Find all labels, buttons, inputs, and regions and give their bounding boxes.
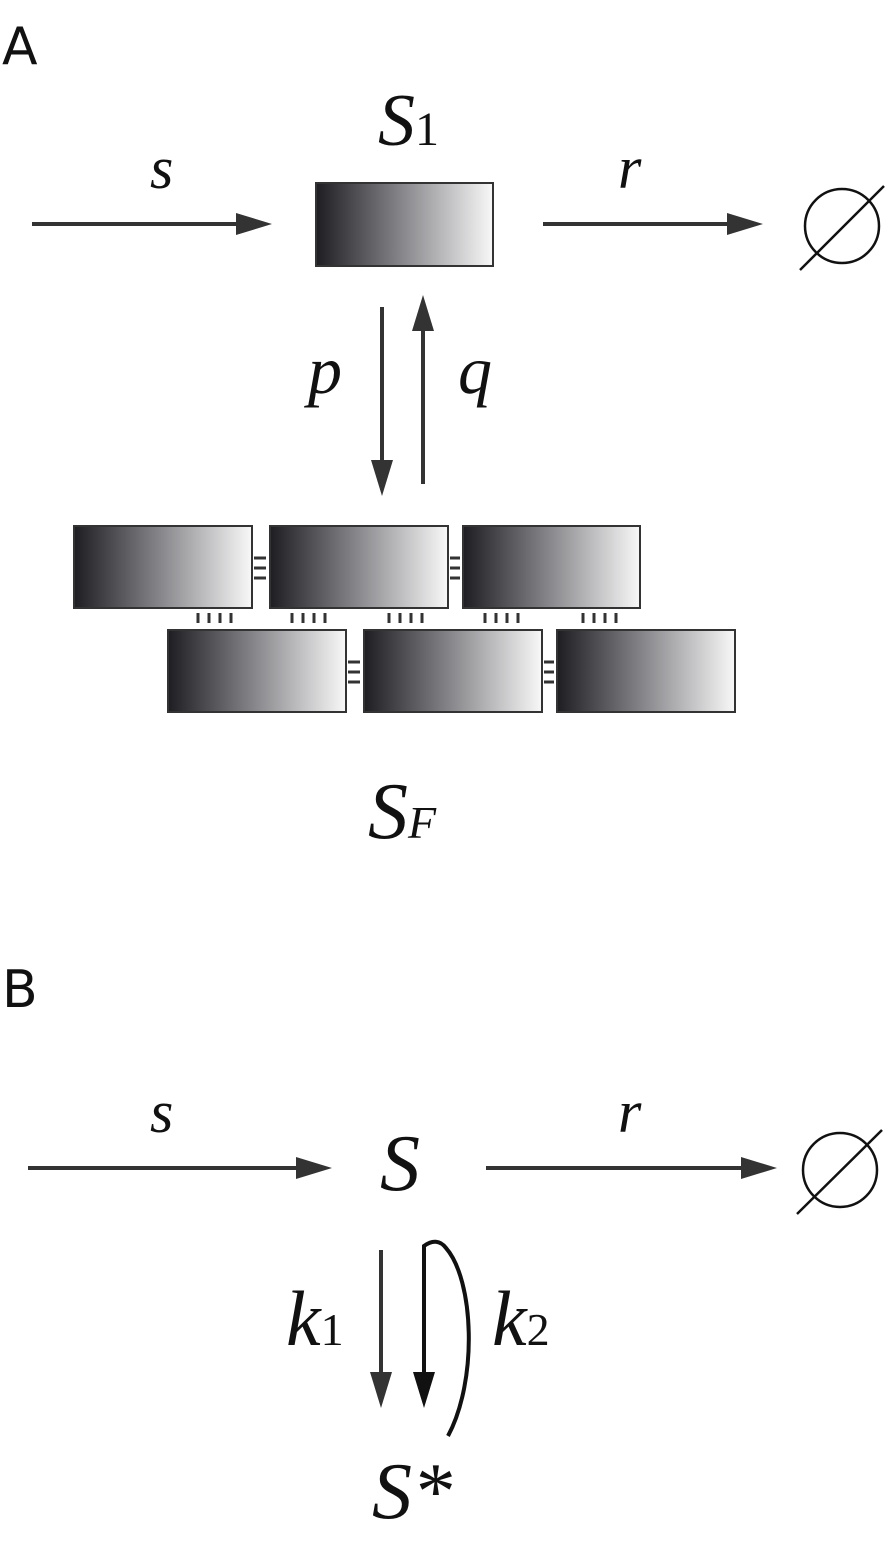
vertical-bond [290,613,327,623]
sf-block [363,629,543,713]
outflux-arrow [543,213,763,235]
k2-label: k2 [492,1275,550,1362]
sf-aggregate [73,525,736,713]
outflux-rate-r-b: r [618,1079,642,1145]
lateral-bond [544,660,554,684]
sf-block [73,525,253,609]
backward-arrow-q [412,295,434,484]
k1-label: k1 [286,1275,344,1362]
vertical-bond [483,613,520,623]
lateral-bond [450,556,460,580]
s1-label: S1 [378,80,439,162]
forward-rate-p: p [304,332,342,408]
sf-block [269,525,449,609]
outflux-arrow-b [486,1157,777,1179]
influx-arrow-b [28,1157,332,1179]
influx-arrow [32,213,272,235]
vertical-bond [581,613,618,623]
s-species-label: S [380,1120,420,1208]
k1-arrow [370,1250,392,1408]
s-star-label: S* [372,1448,452,1536]
vertical-bond [196,613,233,623]
influx-rate-s: s [150,135,173,201]
sf-block [462,525,641,609]
lateral-bond [254,556,266,580]
backward-rate-q: q [458,332,492,408]
degradation-sink-icon [799,185,885,271]
sf-block [556,629,736,713]
forward-arrow-p [371,307,393,496]
vertical-bond [387,613,424,623]
panel-b-label: B [2,960,38,1020]
degradation-sink-icon-b [796,1129,883,1215]
sf-label: SF [368,768,437,856]
lateral-bond [348,660,360,684]
influx-rate-s-b: s [150,1079,173,1145]
sf-block [167,629,347,713]
k2-autocatalytic-arrow [413,1239,471,1437]
outflux-rate-r: r [618,135,642,201]
s1-monomer-box [315,182,494,267]
panel-a-label: A [2,17,38,77]
